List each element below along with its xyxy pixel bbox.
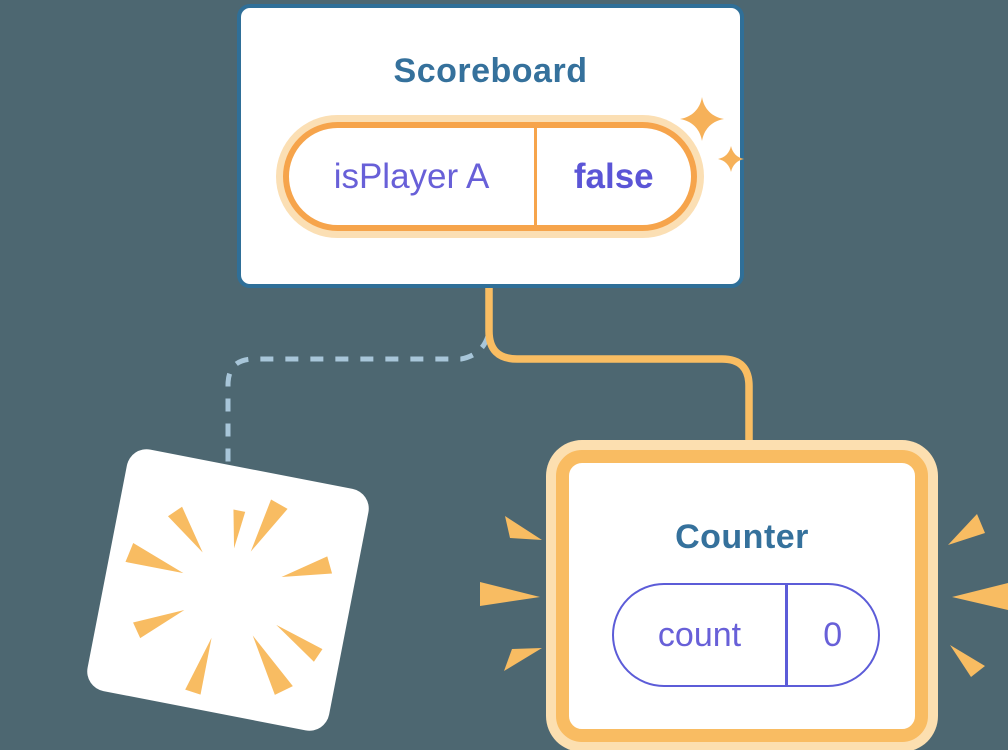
dashed-connector-line — [225, 335, 491, 462]
solid-connector-line — [485, 287, 753, 453]
burst-icon — [948, 514, 1008, 677]
pill-divider — [534, 128, 537, 225]
state-name: isPlayer A — [333, 156, 490, 196]
scoreboard-state-pill: isPlayer A false — [283, 122, 697, 231]
destroyed-component-box — [83, 445, 373, 735]
poof-icon — [125, 499, 333, 695]
scoreboard-component-card: Scoreboard isPlayer A false — [237, 4, 744, 288]
state-value: false — [573, 156, 654, 196]
state-value: 0 — [823, 615, 843, 654]
sparkle-icon — [680, 97, 744, 172]
counter-state-pill: count 0 — [612, 583, 880, 687]
counter-title: Counter — [675, 518, 809, 556]
pill-divider — [785, 585, 788, 685]
burst-icon — [480, 516, 542, 671]
scoreboard-title: Scoreboard — [393, 52, 588, 90]
state-name: count — [657, 615, 742, 654]
counter-component-card: Counter count 0 — [556, 450, 928, 742]
